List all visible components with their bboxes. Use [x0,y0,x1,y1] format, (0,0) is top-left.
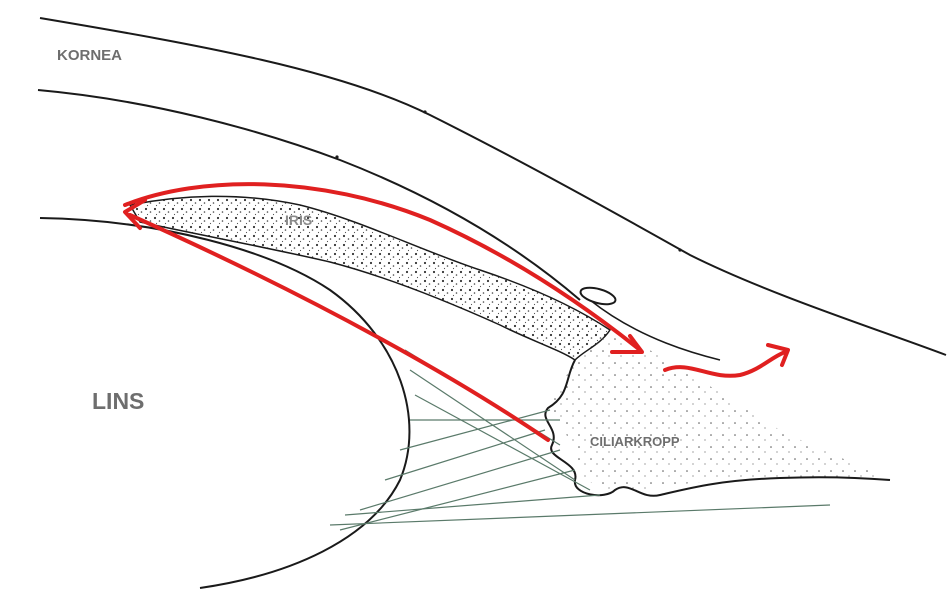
label-lins: LINS [92,388,144,415]
cornea-ticks [335,110,681,251]
label-ciliarkropp: CILIARKROPP [590,434,680,449]
ciliary-body [545,335,890,492]
label-iris: IRIS [285,212,312,228]
schlemm-canal [579,285,617,308]
cornea-inner-line [38,90,580,300]
label-kornea: KORNEA [57,47,122,64]
